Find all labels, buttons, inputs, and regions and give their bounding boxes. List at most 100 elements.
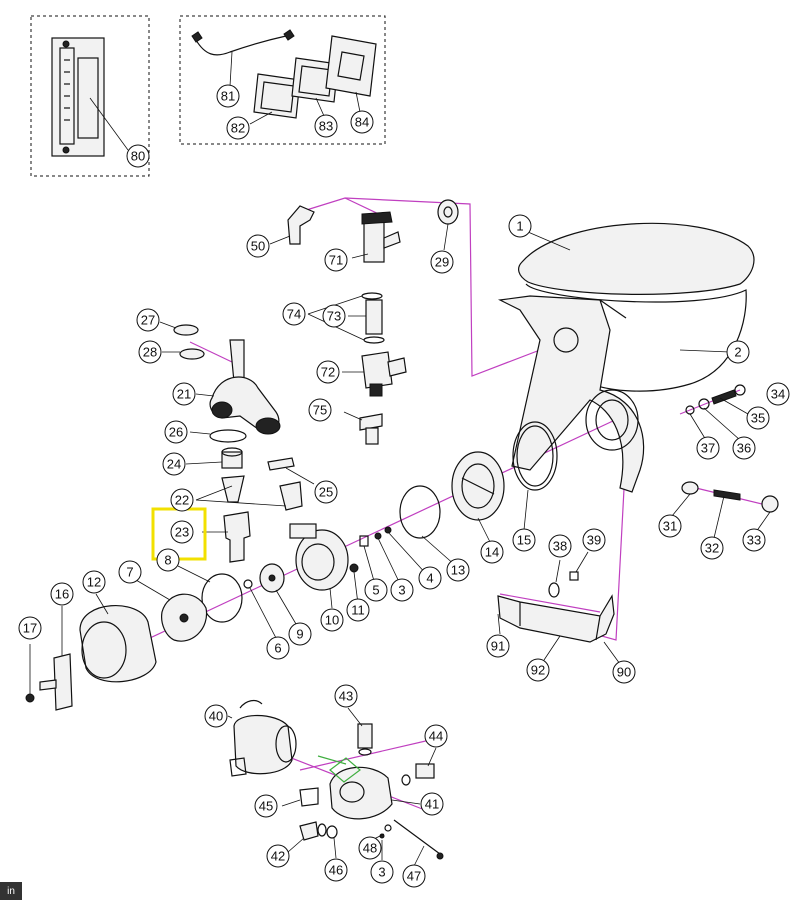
svg-text:37: 37 (701, 441, 715, 456)
callout-47: 47 (402, 864, 426, 888)
part-24-valve (185, 447, 243, 469)
svg-text:29: 29 (435, 255, 449, 270)
callout-41: 41 (420, 792, 444, 816)
svg-text:7: 7 (126, 565, 133, 580)
callout-26: 26 (164, 420, 188, 444)
callout-46: 46 (324, 858, 348, 882)
svg-text:83: 83 (319, 119, 333, 134)
callout-43: 43 (334, 684, 358, 708)
part-73-tube (348, 299, 383, 335)
callout-25: 25 (314, 480, 338, 504)
part-16-bracket (39, 606, 73, 711)
part-46-washer (326, 825, 338, 859)
part-42-elbow (287, 821, 327, 853)
svg-text:45: 45 (259, 799, 273, 814)
svg-text:25: 25 (319, 485, 333, 500)
svg-text:44: 44 (429, 729, 443, 744)
svg-text:92: 92 (531, 663, 545, 678)
callout-74: 74 (282, 302, 306, 326)
part-6-washer (243, 579, 277, 639)
callout-28: 28 (138, 340, 162, 364)
callout-29: 29 (430, 250, 454, 274)
callout-6: 6 (266, 636, 290, 660)
svg-text:35: 35 (751, 411, 765, 426)
part-31-33-mount-bolt (671, 481, 779, 539)
svg-text:91: 91 (491, 639, 505, 654)
callout-33: 33 (742, 528, 766, 552)
part-82-frame (249, 73, 301, 125)
svg-text:17: 17 (23, 621, 37, 636)
callout-11: 11 (346, 598, 370, 622)
svg-text:12: 12 (87, 575, 101, 590)
callout-48: 48 (358, 836, 382, 860)
svg-text:71: 71 (329, 253, 343, 268)
svg-text:41: 41 (425, 797, 439, 812)
svg-text:73: 73 (327, 309, 341, 324)
part-81-cable (191, 29, 295, 87)
svg-text:22: 22 (175, 493, 189, 508)
callout-3: 3 (390, 578, 414, 602)
svg-text:23: 23 (175, 525, 189, 540)
part-50-elbow-fitting (269, 205, 315, 245)
callout-71: 71 (324, 248, 348, 272)
part-29-grommet (437, 199, 459, 251)
svg-text:75: 75 (313, 403, 327, 418)
part-45-clip (281, 787, 319, 807)
svg-text:43: 43 (339, 689, 353, 704)
part-75-fitting (343, 411, 383, 445)
svg-text:48: 48 (363, 841, 377, 856)
callout-36: 36 (732, 436, 756, 460)
callout-9: 9 (288, 622, 312, 646)
svg-text:90: 90 (617, 665, 631, 680)
svg-text:26: 26 (169, 425, 183, 440)
callout-10: 10 (320, 608, 344, 632)
svg-text:81: 81 (221, 89, 235, 104)
svg-text:2: 2 (734, 345, 741, 360)
callout-8: 8 (156, 548, 180, 572)
callout-2: 2 (726, 340, 750, 364)
callout-32: 32 (700, 536, 724, 560)
part-83-display (291, 57, 339, 117)
svg-text:15: 15 (517, 533, 531, 548)
svg-text:32: 32 (705, 541, 719, 556)
part-2-bowl (497, 283, 747, 493)
part-25-pin (267, 457, 315, 485)
callout-73: 73 (322, 304, 346, 328)
part-90-92-bracket (497, 594, 621, 665)
svg-text:16: 16 (55, 587, 69, 602)
callout-7: 7 (118, 560, 142, 584)
callout-21: 21 (172, 382, 196, 406)
callout-24: 24 (162, 452, 186, 476)
callout-22: 22 (170, 488, 194, 512)
svg-text:40: 40 (209, 709, 223, 724)
svg-text:6: 6 (274, 641, 281, 656)
svg-text:36: 36 (737, 441, 751, 456)
callout-90: 90 (612, 660, 636, 684)
callout-81: 81 (216, 84, 240, 108)
svg-text:80: 80 (131, 149, 145, 164)
svg-text:50: 50 (251, 239, 265, 254)
callout-44: 44 (424, 724, 448, 748)
part-72-check-valve (342, 351, 407, 397)
callout-38: 38 (548, 534, 572, 558)
part-84-plate (325, 35, 377, 113)
part-39-nut (569, 551, 589, 581)
part-12-motor (79, 593, 157, 683)
svg-text:8: 8 (164, 553, 171, 568)
svg-text:13: 13 (451, 563, 465, 578)
svg-text:27: 27 (141, 313, 155, 328)
svg-text:38: 38 (553, 539, 567, 554)
zoom-in-badge[interactable]: in (0, 882, 22, 900)
svg-text:4: 4 (426, 571, 433, 586)
callout-16: 16 (50, 582, 74, 606)
callout-5: 5 (364, 578, 388, 602)
callout-15: 15 (512, 528, 536, 552)
svg-text:72: 72 (321, 365, 335, 380)
callout-13: 13 (446, 558, 470, 582)
callout-12: 12 (82, 570, 106, 594)
part-7-flange (135, 579, 208, 642)
callout-1: 1 (508, 214, 532, 238)
part-21-inlet-elbow (195, 339, 281, 435)
callout-35: 35 (746, 406, 770, 430)
